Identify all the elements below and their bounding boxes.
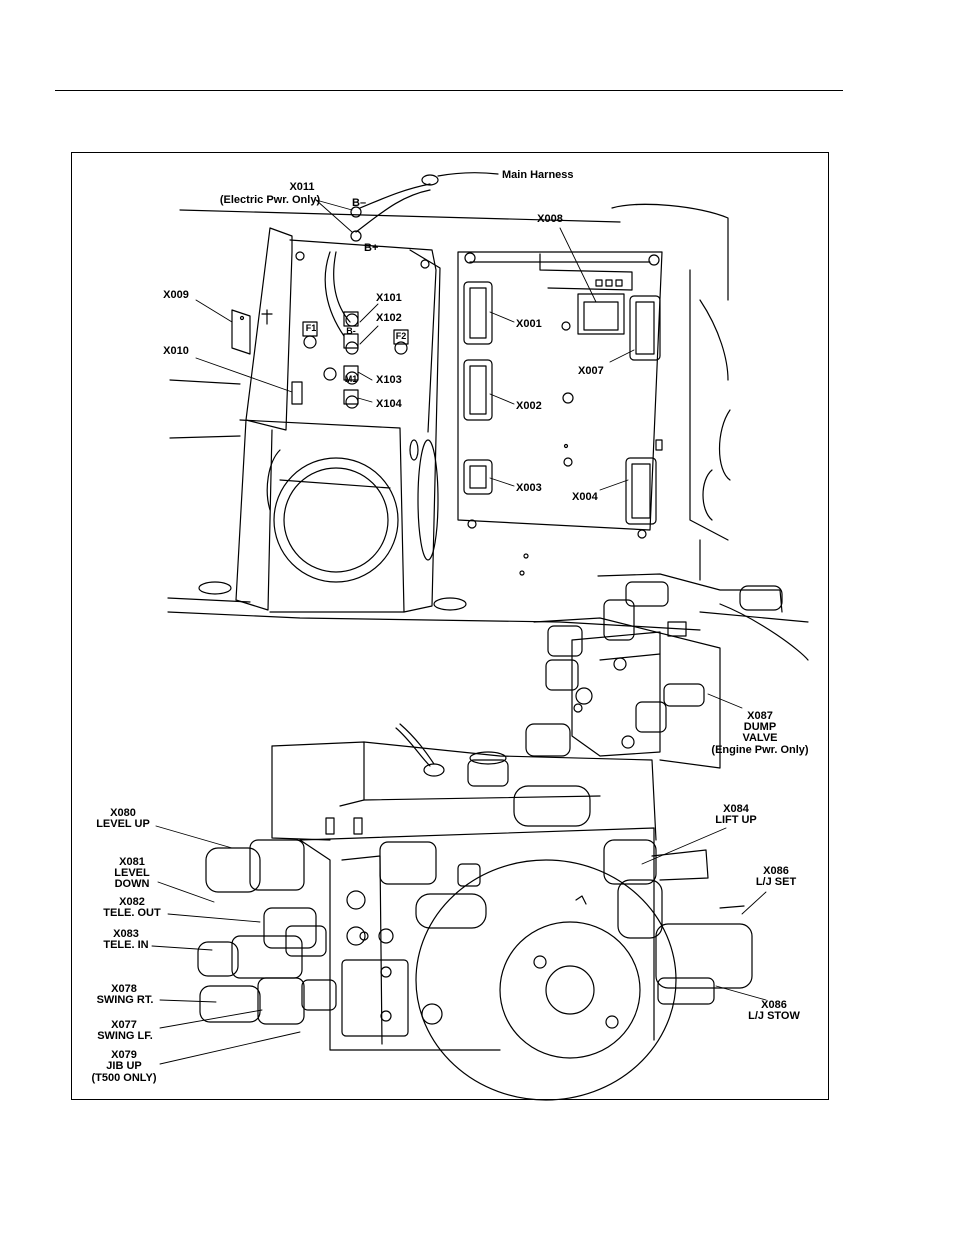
label-x081: X081 [119,856,145,868]
label-f2: F2 [395,331,407,341]
relay-panel [302,251,409,409]
label-x078: X078 [111,983,137,995]
label-x008: X008 [537,213,563,225]
label-x077-l2: SWING LF. [97,1030,153,1042]
label-x079: X079 [111,1049,137,1061]
dump-valve-block [525,573,809,769]
label-x079-l2: JIB UP [106,1060,142,1072]
figure-frame [71,152,829,1100]
label-x086-stow: X086 [761,999,787,1011]
label-x081-l3: DOWN [114,878,150,890]
label-x082-l2: TELE. OUT [103,907,161,919]
label-x087: X087 [747,710,773,722]
label-b-plus: B+ [364,242,379,254]
label-x083: X083 [113,928,139,940]
label-x104: X104 [376,398,402,410]
label-x002: X002 [516,400,542,412]
label-x081-l2: LEVEL [114,867,150,879]
label-x079-l3: (T500 ONLY) [91,1072,157,1084]
label-x082: X082 [119,896,145,908]
label-x080: X080 [110,807,136,819]
label-x087-l4: (Engine Pwr. Only) [711,744,809,756]
label-x011-note: (Electric Pwr. Only) [219,194,321,206]
label-x086-set-l2: L/J SET [755,876,797,888]
label-b-panel: B- [346,326,356,336]
label-x103: X103 [376,374,402,386]
label-x010: X010 [163,345,189,357]
label-x086-set: X086 [763,865,789,877]
label-m1: M1 [344,374,358,384]
label-x080-l2: LEVEL UP [96,818,150,830]
leader-lines [151,199,767,1065]
label-x077: X077 [111,1019,137,1031]
label-x078-l2: SWING RT. [96,994,154,1006]
label-x003: X003 [516,482,542,494]
label-x102: X102 [376,312,402,324]
main-valve-block [197,723,753,1101]
label-x001: X001 [516,318,542,330]
label-x087-l2: DUMP [743,721,777,733]
label-x011: X011 [289,181,315,193]
header-rule [55,90,843,91]
label-x086-stow-l2: L/J STOW [748,1010,800,1022]
label-f1: F1 [305,323,317,333]
label-x084: X084 [723,803,749,815]
label-x087-l3: VALVE [742,732,778,744]
label-main-harness: Main Harness [502,169,574,181]
label-x083-l2: TELE. IN [103,939,149,951]
label-x004: X004 [572,491,598,503]
label-x084-l2: LIFT UP [715,814,757,826]
controller-box [457,251,663,539]
label-x009: X009 [163,289,189,301]
label-x101: X101 [376,292,402,304]
label-x007: X007 [578,365,604,377]
main-harness [350,172,499,242]
label-b-minus: B– [352,197,367,209]
chassis-outline [167,203,731,631]
left-bracket [231,227,441,613]
